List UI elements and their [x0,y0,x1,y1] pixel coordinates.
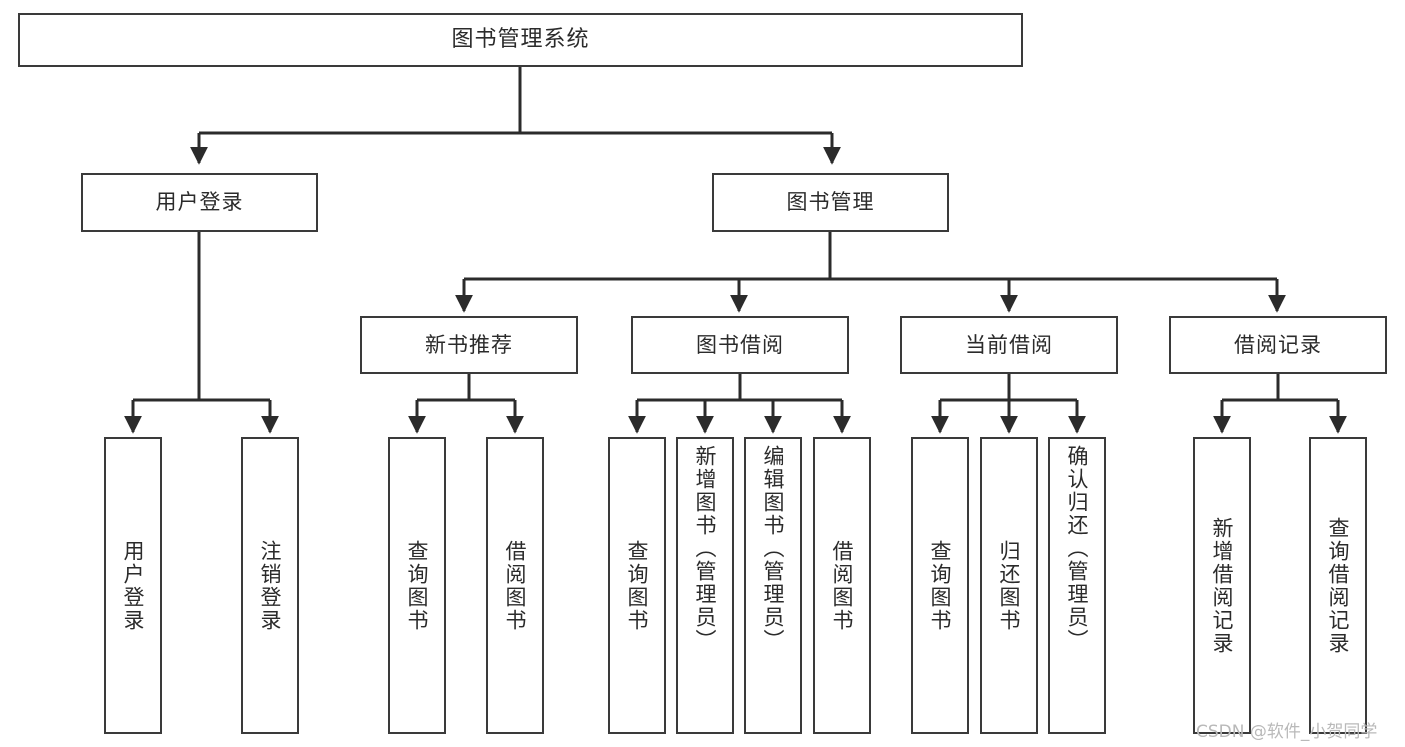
leaf-query-book-current[interactable]: 查询图书 [911,437,969,734]
node-label: 当前借阅 [965,332,1053,357]
node-label: 查询借阅记录 [1326,516,1351,655]
node-label: 查询图书 [625,539,650,632]
node-label: 新书推荐 [425,332,513,357]
node-borrow-record[interactable]: 借阅记录 [1169,316,1387,374]
node-current-borrow[interactable]: 当前借阅 [900,316,1118,374]
node-user-login[interactable]: 用户登录 [81,173,318,232]
node-label: 新增图书（管理员） [693,445,718,652]
node-label: 用户登录 [155,190,244,215]
node-root-book-management-system[interactable]: 图书管理系统 [18,13,1023,67]
node-label: 图书借阅 [696,332,784,357]
node-label: 注销登录 [258,539,283,632]
node-label: 图书管理系统 [451,27,590,53]
node-label: 归还图书 [997,539,1022,632]
leaf-borrow-book-recommend[interactable]: 借阅图书 [486,437,544,734]
node-label: 借阅记录 [1234,332,1322,357]
leaf-query-book-borrow[interactable]: 查询图书 [608,437,666,734]
leaf-edit-book-admin[interactable]: 编辑图书（管理员） [744,437,802,734]
leaf-query-borrow-record[interactable]: 查询借阅记录 [1309,437,1367,734]
node-label: 图书管理 [786,190,875,215]
leaf-borrow-book[interactable]: 借阅图书 [813,437,871,734]
node-book-manage[interactable]: 图书管理 [712,173,949,232]
leaf-user-login[interactable]: 用户登录 [104,437,162,734]
node-label: 编辑图书（管理员） [761,445,786,652]
node-label: 确认归还（管理员） [1065,445,1090,652]
csdn-watermark: CSDN @软件_小贺同学 [1196,722,1378,742]
node-new-book-recommend[interactable]: 新书推荐 [360,316,578,374]
leaf-return-book[interactable]: 归还图书 [980,437,1038,734]
node-label: 查询图书 [405,539,430,632]
node-label: 用户登录 [121,539,146,632]
node-label: 新增借阅记录 [1210,516,1235,655]
leaf-confirm-return-admin[interactable]: 确认归还（管理员） [1048,437,1106,734]
node-book-borrow[interactable]: 图书借阅 [631,316,849,374]
leaf-logout-login[interactable]: 注销登录 [241,437,299,734]
leaf-add-borrow-record[interactable]: 新增借阅记录 [1193,437,1251,734]
node-label: 查询图书 [928,539,953,632]
leaf-add-book-admin[interactable]: 新增图书（管理员） [676,437,734,734]
node-label: 借阅图书 [503,539,528,632]
leaf-query-book-recommend[interactable]: 查询图书 [388,437,446,734]
node-label: 借阅图书 [830,539,855,632]
